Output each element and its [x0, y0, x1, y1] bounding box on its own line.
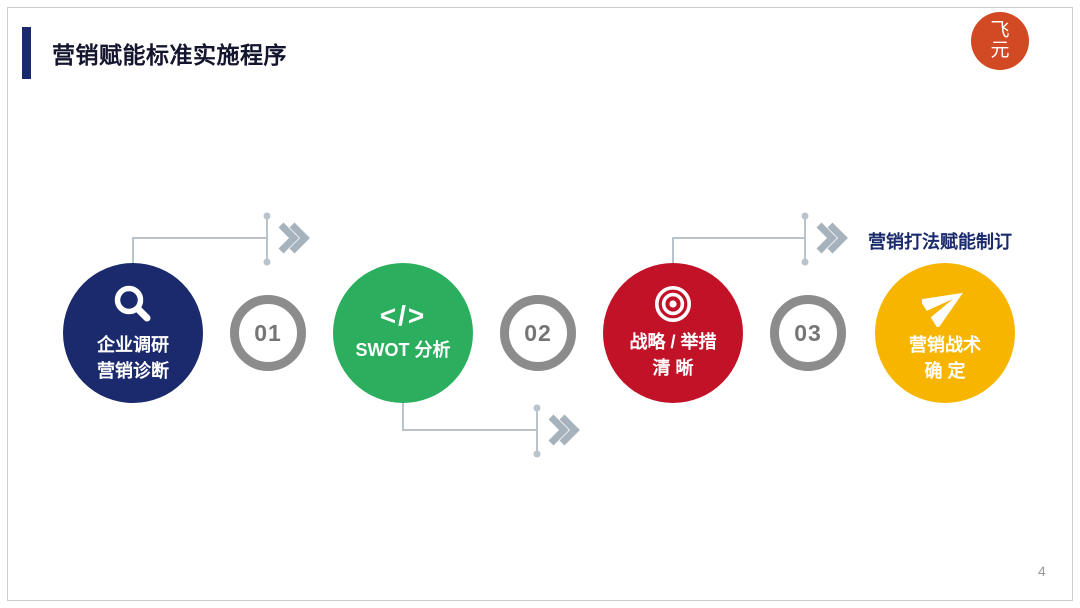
connector-3-line: [672, 237, 805, 272]
chevron-arrow-icon: [548, 414, 580, 446]
step-label-line: 营销战术: [909, 335, 981, 356]
step-circle-tactics: 营销战术 确 定: [875, 263, 1015, 403]
step-label-line: SWOT 分析: [355, 340, 451, 361]
title-accent-bar: [22, 27, 31, 79]
paper-plane-icon: [922, 293, 963, 328]
step-circle-swot: </> SWOT 分析: [333, 263, 473, 403]
page-title: 营销赋能标准实施程序: [52, 42, 287, 68]
step-number-label: 03: [794, 319, 822, 346]
code-icon: </>: [379, 300, 427, 332]
step-number-label: 01: [254, 319, 282, 346]
connector-2-line: [402, 398, 537, 431]
step-circle-strategy: 战略 / 举措 清 晰: [603, 263, 743, 403]
chevron-arrow-icon: [278, 222, 310, 254]
step-number-badge: 02: [500, 295, 576, 371]
connector-1-line: [132, 237, 267, 272]
step-label-line: 战略 / 举措: [629, 332, 717, 353]
slide-frame-border: [7, 7, 1073, 601]
target-icon: [654, 286, 692, 323]
logo-char-top: 飞: [990, 19, 1010, 42]
page-number: 4: [1038, 563, 1046, 579]
step-number-label: 02: [524, 319, 552, 346]
connector-dots: [263, 212, 809, 458]
step-number-badge: 01: [230, 295, 306, 371]
step-label-line: 确 定: [924, 361, 966, 381]
company-logo: 飞 元: [971, 12, 1029, 70]
search-icon: [114, 286, 151, 322]
step-label-line: 企业调研: [97, 335, 169, 356]
title-block: 营销赋能标准实施程序: [22, 27, 287, 79]
logo-char-bottom: 元: [990, 39, 1010, 61]
step-number-badge: 03: [770, 295, 846, 371]
chevron-arrow-icon: [816, 222, 848, 254]
flow-annotation: 营销打法赋能制订: [868, 232, 1012, 252]
step-label-line: 清 晰: [652, 358, 694, 378]
step-circle-research: 企业调研 营销诊断: [63, 263, 203, 403]
step-label-line: 营销诊断: [97, 361, 169, 381]
